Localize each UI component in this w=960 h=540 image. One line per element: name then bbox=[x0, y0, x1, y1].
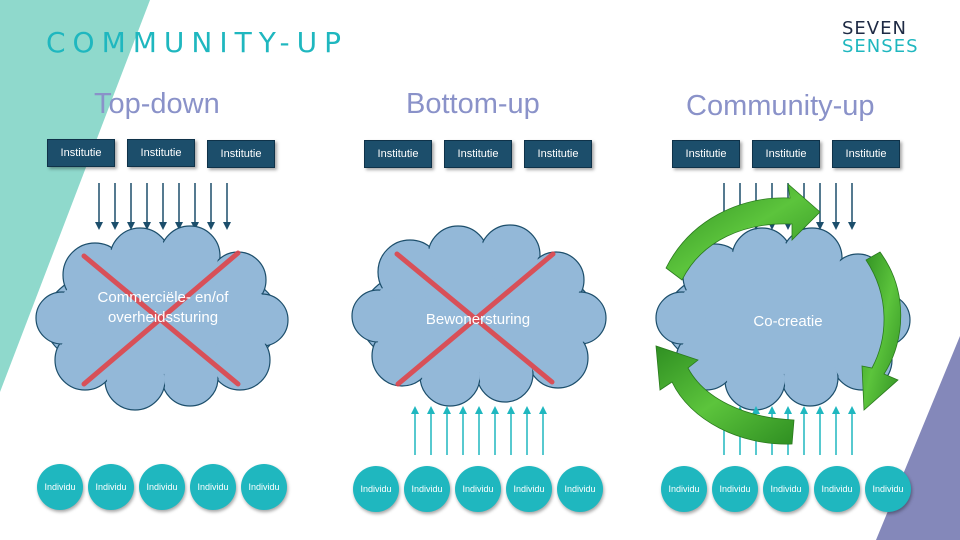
individual-circle: Individu bbox=[712, 466, 758, 512]
column-title-top-down: Top-down bbox=[94, 88, 220, 120]
individual-circle: Individu bbox=[353, 466, 399, 512]
institution-box: Institutie bbox=[127, 139, 195, 167]
individual-circle: Individu bbox=[404, 466, 450, 512]
column-title-community-up: Community-up bbox=[686, 90, 875, 122]
individual-circle: Individu bbox=[557, 466, 603, 512]
cloud-label-top-down: Commerciële- en/of overheidssturing bbox=[97, 289, 229, 326]
individual-circle: Individu bbox=[506, 466, 552, 512]
individual-circle: Individu bbox=[455, 466, 501, 512]
individual-circle: Individu bbox=[37, 464, 83, 510]
individual-circle: Individu bbox=[661, 466, 707, 512]
individual-circle: Individu bbox=[190, 464, 236, 510]
institution-box: Institutie bbox=[444, 140, 512, 168]
institution-box: Institutie bbox=[524, 140, 592, 168]
cloud-label-community-up: Co-creatie bbox=[753, 313, 823, 330]
column-title-bottom-up: Bottom-up bbox=[406, 88, 540, 120]
cloud-label-bottom-up: Bewonersturing bbox=[425, 311, 531, 328]
individual-circle: Individu bbox=[88, 464, 134, 510]
red-cross-top-down bbox=[81, 250, 241, 387]
teal-corner-shape bbox=[0, 0, 150, 392]
institution-box: Institutie bbox=[207, 140, 275, 168]
institution-box: Institutie bbox=[752, 140, 820, 168]
institution-box: Institutie bbox=[47, 139, 115, 167]
logo-line-2: SENSES bbox=[842, 36, 919, 57]
logo-line-1: SEVEN bbox=[842, 18, 907, 39]
red-cross-bottom-up bbox=[394, 251, 556, 387]
individual-circle: Individu bbox=[865, 466, 911, 512]
individual-circle: Individu bbox=[814, 466, 860, 512]
green-cycle-arrows bbox=[655, 182, 902, 445]
individual-circle: Individu bbox=[241, 464, 287, 510]
brand-title: COMMUNITY-UP bbox=[46, 26, 348, 59]
institution-box: Institutie bbox=[832, 140, 900, 168]
seven-senses-logo: SEVEN SENSES bbox=[842, 20, 919, 56]
downward-arrows-top-down bbox=[95, 183, 231, 230]
individual-circle: Individu bbox=[763, 466, 809, 512]
institution-box: Institutie bbox=[672, 140, 740, 168]
individual-circle: Individu bbox=[139, 464, 185, 510]
institution-box: Institutie bbox=[364, 140, 432, 168]
upward-arrows-bottom-up bbox=[411, 406, 547, 455]
